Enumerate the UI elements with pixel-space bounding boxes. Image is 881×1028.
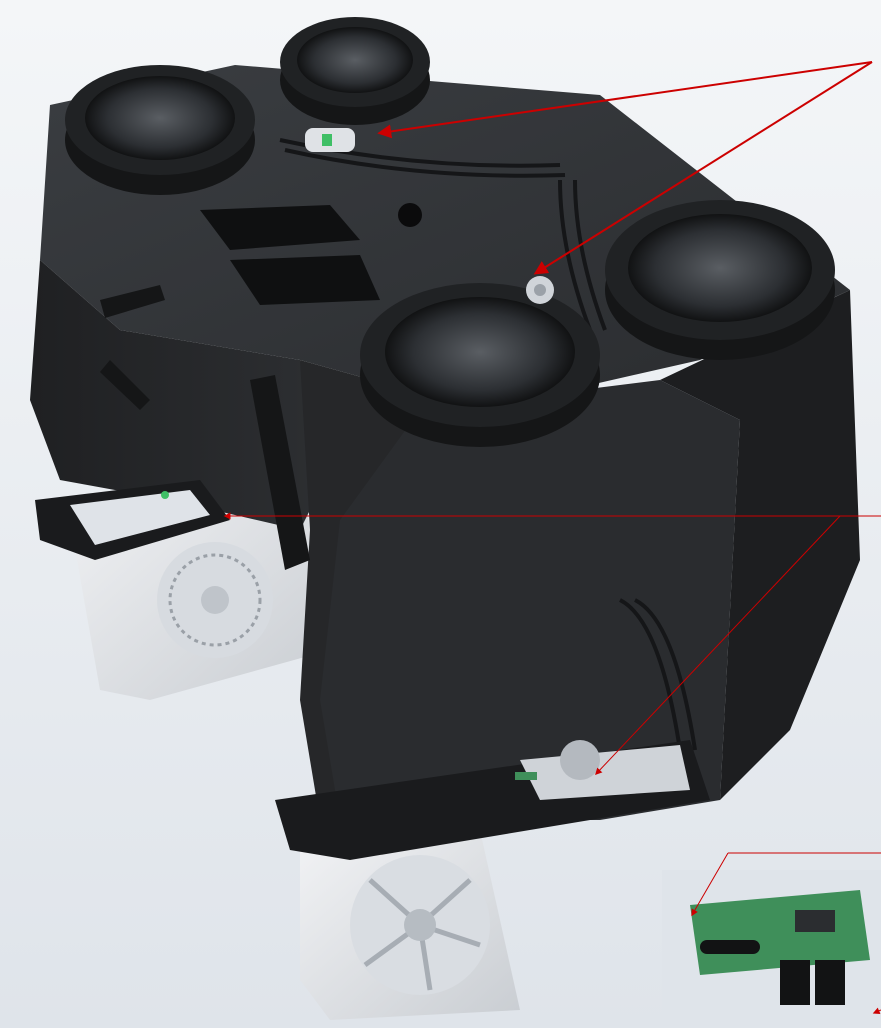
duct-top-left [65, 65, 255, 195]
duct-right [605, 200, 835, 360]
sensor-top [305, 128, 355, 152]
fan-bottom [300, 830, 520, 1020]
sensor-side [526, 276, 554, 304]
duct-top-center [280, 17, 430, 125]
callout-sensor [377, 61, 873, 275]
callout-filter [223, 512, 881, 776]
filter-drawer-left [35, 480, 230, 560]
callout-pcb [691, 852, 881, 1015]
duct-front [360, 283, 600, 447]
pcb-inset [662, 870, 881, 1028]
